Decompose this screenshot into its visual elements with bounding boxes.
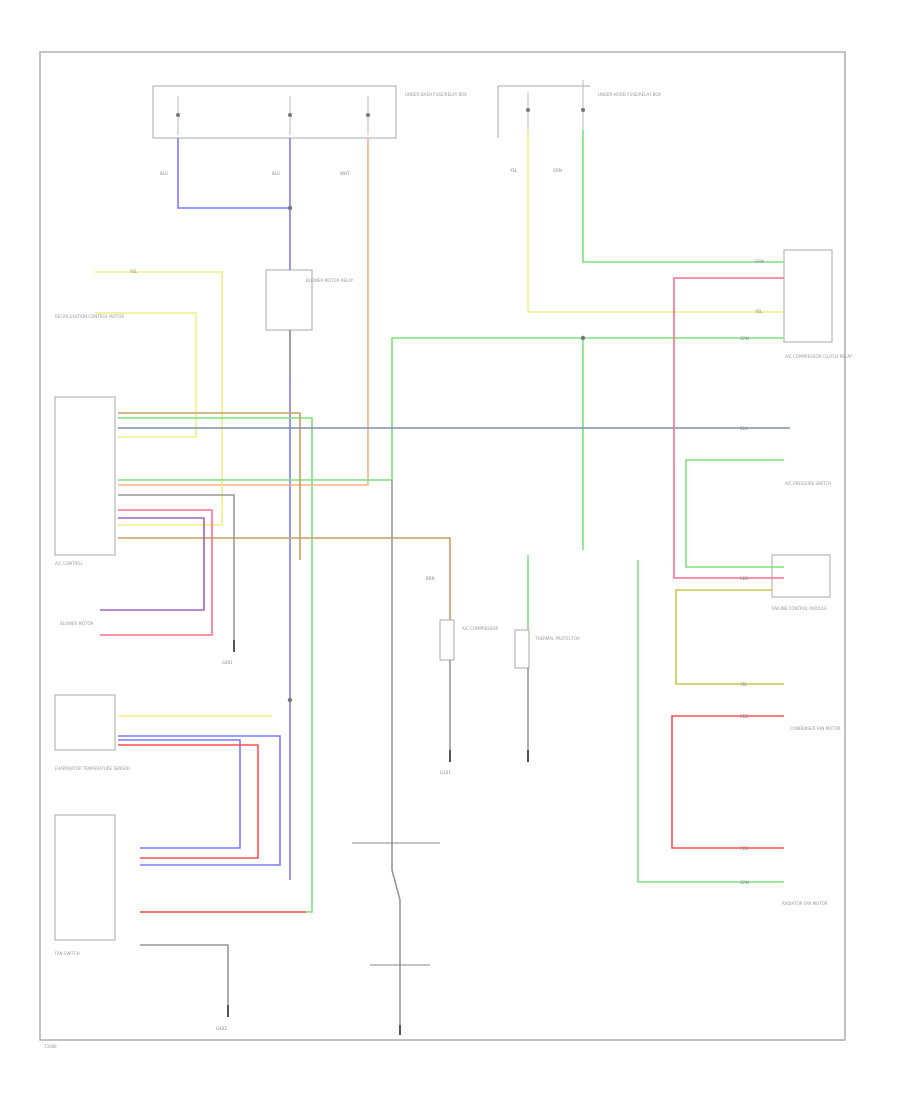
- wire-brown-compressor: [118, 537, 451, 620]
- junction-dot: [287, 697, 293, 703]
- wire-blue-fuse1: [177, 138, 290, 209]
- wire-code-label: RED: [740, 714, 748, 719]
- wire-code-label: GRN: [740, 336, 749, 341]
- evap-sensor-label: EVAPORATOR TEMPERATURE SENSOR: [55, 766, 130, 771]
- fuse-left-2: [288, 96, 292, 135]
- fan-switch-label: FAN SWITCH: [55, 951, 80, 956]
- wire-orange-fuse3: [118, 138, 369, 486]
- wire-code-label: WHT: [340, 171, 350, 176]
- wire-yellow-recirc1: [95, 271, 223, 526]
- fuse-left-1: [176, 96, 180, 135]
- ecm-box: [771, 554, 831, 598]
- wire-code-label: YEL: [509, 168, 518, 173]
- fan-switch-box: [54, 814, 116, 941]
- fuse-right-1: [526, 92, 530, 130]
- wire-code-label: GRN: [740, 880, 749, 885]
- ground-symbol-4: G402: [216, 1005, 229, 1031]
- wire-green-recirc: [118, 417, 313, 913]
- ac-compressor-label: A/C COMPRESSOR: [462, 626, 498, 631]
- hvac-control-box: [54, 396, 116, 556]
- wire-code-label: RED: [740, 576, 748, 581]
- wire-gray-control-ground: [118, 494, 235, 640]
- wire-blue-evap: [118, 739, 241, 849]
- wire-gray-fan-ground: [140, 944, 229, 1005]
- wire-pink-relay: [673, 277, 784, 579]
- wire-red-condenser: [671, 715, 784, 849]
- hvac-control-label: A/C CONTROL: [55, 561, 83, 566]
- condenser-fan-label: CONDENSER FAN MOTOR: [790, 726, 841, 731]
- blower-relay-label: BLOWER MOTOR RELAY: [306, 278, 354, 283]
- wire-yellow-recirc2: [95, 312, 197, 438]
- ecm-label: ENGINE CONTROL MODULE: [772, 606, 827, 611]
- fuse-right-2: [581, 80, 585, 130]
- wire-red-evap: [118, 744, 259, 859]
- radiator-fan-label: RADIATOR FAN MOTOR: [782, 901, 828, 906]
- wire-code-label: GRN: [755, 259, 764, 264]
- wire-pink-control: [100, 509, 213, 636]
- wire-code-label: BLU: [160, 171, 168, 176]
- diagram-frame: [39, 51, 846, 1041]
- wire-green-relay: [582, 130, 784, 263]
- wire-code-label: YEL: [739, 682, 748, 687]
- wire-code-label: YEL: [754, 309, 763, 314]
- fuse-box-left-label: UNDER-DASH FUSE/RELAY BOX: [405, 92, 467, 97]
- fuse-left-3: [366, 96, 370, 135]
- wire-code-label: RED: [740, 846, 748, 851]
- wire-code-label: YEL: [129, 269, 138, 274]
- wire-yellowdark-ecm: [675, 589, 784, 685]
- wire-green-main: [118, 337, 784, 481]
- wire-green-radiator: [637, 560, 784, 883]
- evap-sensor-box: [54, 694, 116, 751]
- thermal-protector-label: THERMAL PROTECTOR: [534, 636, 580, 641]
- junction-dot: [580, 335, 586, 341]
- wire-code-label: GRN: [553, 168, 562, 173]
- junction-dot: [287, 205, 293, 211]
- ground-symbol-2: G101: [440, 750, 451, 775]
- fuse-box-right: [497, 85, 590, 138]
- wire-code-label: BRN: [426, 576, 435, 581]
- wire-violet-control: [100, 517, 205, 611]
- wire-code-label: BLK: [740, 426, 748, 431]
- wire-yellow-right-fuse1: [527, 130, 784, 313]
- svg-text:G401: G401: [222, 660, 233, 665]
- wire-gray-center-switch: [391, 480, 401, 1025]
- fuse-box-left: [152, 85, 397, 139]
- compressor-relay-label: A/C COMPRESSOR CLUTCH RELAY: [785, 354, 853, 359]
- ground-symbol-1: G401: [222, 640, 235, 665]
- recirc-motor-label: RECIRCULATION CONTROL MOTOR: [55, 314, 124, 319]
- ac-compressor-box: [439, 619, 455, 661]
- wire-blue-fan: [118, 735, 281, 866]
- fuse-box-right-label: UNDER-HOOD FUSE/RELAY BOX: [598, 92, 661, 97]
- svg-text:G402: G402: [216, 1026, 227, 1031]
- wire-brown-control: [118, 412, 301, 560]
- wire-code-label: BLU: [272, 171, 280, 176]
- svg-text:G101: G101: [440, 770, 451, 775]
- wire-green-pressure: [685, 459, 784, 568]
- blower-motor-label: BLOWER MOTOR: [60, 621, 94, 626]
- thermal-protector-box: [514, 629, 530, 669]
- compressor-relay-box: [783, 249, 833, 343]
- blower-relay-box: [265, 269, 313, 331]
- page-id: 73088: [44, 1044, 57, 1049]
- ac-pressure-switch-label: A/C PRESSURE SWITCH: [785, 481, 831, 486]
